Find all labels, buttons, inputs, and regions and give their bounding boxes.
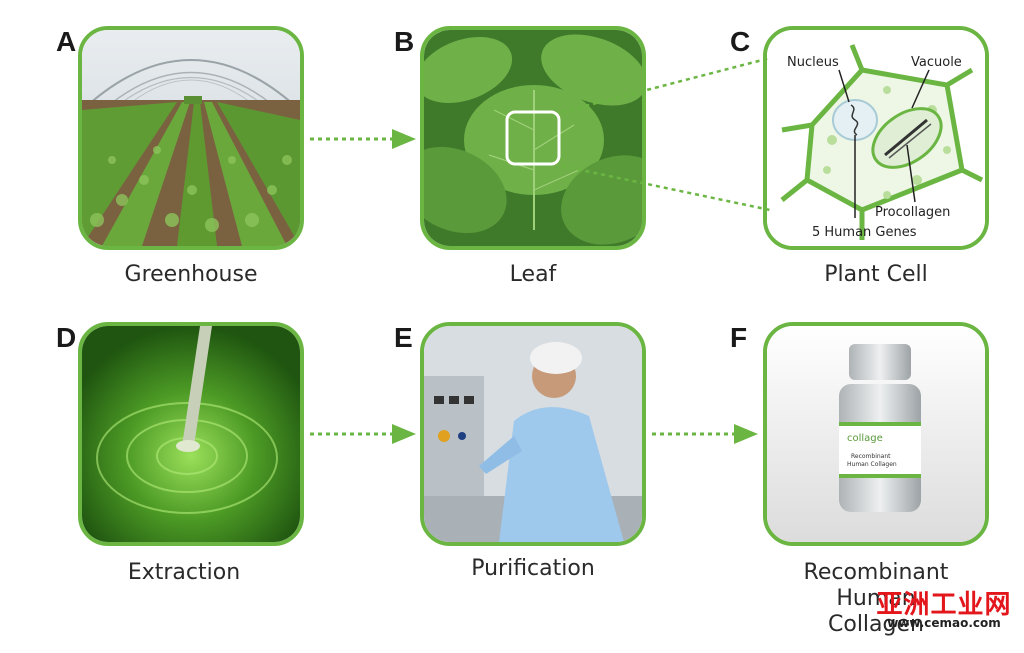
caption-extraction: Extraction bbox=[127, 560, 241, 585]
purification-image bbox=[420, 322, 646, 546]
panel-letter-e: E bbox=[394, 322, 413, 353]
caption-line-human: Human bbox=[836, 586, 916, 611]
caption-plant-cell: Plant Cell bbox=[824, 262, 928, 287]
vacuole-label: Vacuole bbox=[911, 55, 962, 70]
panel-letter-a: A bbox=[56, 26, 77, 57]
watermark-logo: 亚洲工业网 www.cemao.com bbox=[866, 584, 1022, 632]
caption-leaf: Leaf bbox=[509, 262, 557, 287]
zoom-lines bbox=[561, 56, 771, 212]
bottle-label-line1: Recombinant bbox=[851, 453, 891, 460]
nucleus-label: Nucleus bbox=[787, 55, 839, 70]
panel-letter-d: D bbox=[56, 322, 77, 353]
panel-letter-c: C bbox=[730, 26, 751, 57]
watermark-text: 亚洲工业网 bbox=[876, 590, 1012, 620]
plant-cell-diagram: Nucleus Vacuole Procollagen 5 Human Gene… bbox=[763, 26, 989, 250]
bottle-brand-text: collage bbox=[847, 433, 883, 444]
arrow-d-to-e bbox=[310, 424, 416, 444]
greenhouse-image bbox=[78, 26, 304, 250]
caption-recombinant-collagen: Recombinant Human Collagen bbox=[756, 560, 996, 638]
genes-label: 5 Human Genes bbox=[812, 225, 917, 240]
panel-letter-f: F bbox=[730, 322, 748, 353]
caption-line-collagen: Collagen bbox=[828, 612, 924, 637]
collagen-bottle-image: collage Recombinant Human Collagen bbox=[763, 322, 989, 546]
panel-letter-b: B bbox=[394, 26, 415, 57]
watermark-url: www.cemao.com bbox=[887, 616, 1001, 630]
caption-purification: Purification bbox=[471, 556, 595, 581]
caption-greenhouse: Greenhouse bbox=[124, 262, 258, 287]
arrow-e-to-f bbox=[652, 424, 758, 444]
caption-line-recombinant: Recombinant bbox=[803, 560, 949, 585]
bottle-label-line2: Human Collagen bbox=[847, 461, 897, 468]
procollagen-label: Procollagen bbox=[875, 205, 950, 220]
extraction-image bbox=[78, 322, 304, 546]
arrow-a-to-b bbox=[310, 129, 416, 149]
leaf-image bbox=[420, 26, 646, 250]
